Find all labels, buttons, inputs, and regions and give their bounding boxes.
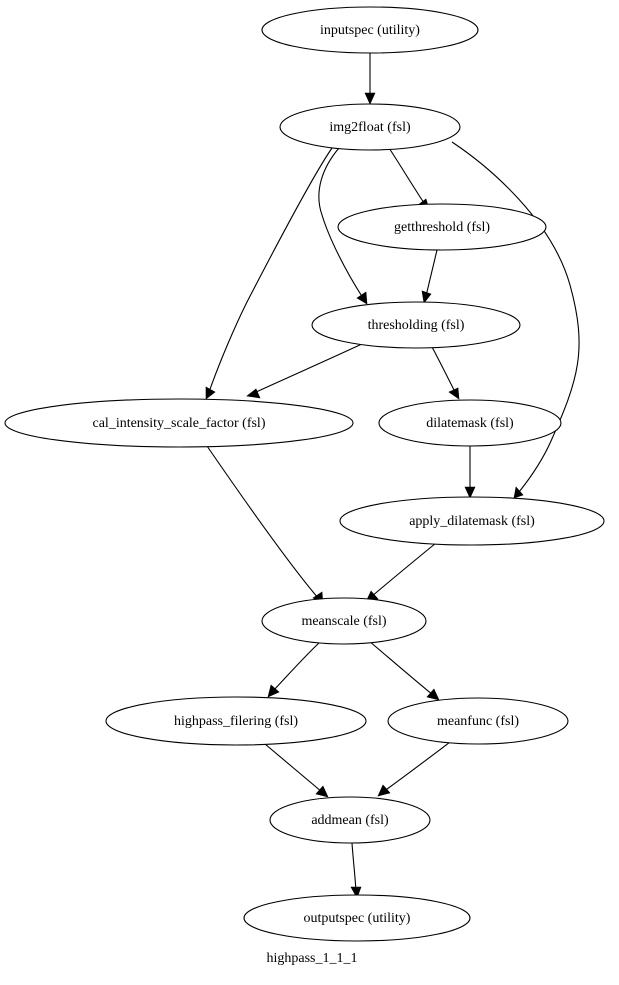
node-ellipse-thresholding[interactable] [311, 301, 521, 349]
node-cal_intensity_scale_factor[interactable]: cal_intensity_scale_factor (fsl) [4, 398, 354, 448]
edge-line [425, 249, 438, 297]
node-meanfunc[interactable]: meanfunc (fsl) [387, 697, 569, 745]
arrowhead-icon [426, 688, 440, 701]
edges-layer [205, 52, 580, 899]
node-ellipse-highpass_filering[interactable] [105, 696, 367, 746]
edge-meanscale-to-highpass_filering [267, 641, 321, 698]
edge-line [351, 842, 357, 892]
edge-inputspec-to-img2float [364, 52, 376, 105]
node-label-addmean: addmean (fsl) [311, 813, 389, 828]
node-highpass_filering[interactable]: highpass_filering (fsl) [105, 696, 367, 746]
edge-img2float-to-getthreshold [388, 147, 430, 210]
arrowhead-icon [350, 886, 362, 899]
edge-highpass_filering-to-addmean [264, 743, 329, 798]
graph-title-label: highpass_1_1_1 [267, 951, 358, 966]
node-label-meanscale: meanscale (fsl) [301, 614, 386, 629]
edge-img2float-to-apply_dilatemask [451, 141, 580, 499]
node-ellipse-getthreshold[interactable] [337, 203, 547, 251]
edge-addmean-to-outputspec [350, 842, 362, 899]
arrowhead-icon [448, 387, 460, 400]
arrowhead-icon [246, 388, 261, 399]
node-ellipse-cal_intensity_scale_factor[interactable] [4, 398, 354, 448]
node-ellipse-dilatemask[interactable] [378, 399, 562, 447]
node-ellipse-outputspec[interactable] [243, 894, 471, 942]
node-label-img2float: img2float (fsl) [329, 120, 411, 135]
edge-line [382, 741, 451, 793]
node-img2float[interactable]: img2float (fsl) [279, 103, 461, 151]
edge-dilatemask-to-apply_dilatemask [464, 446, 476, 499]
node-ellipse-meanscale[interactable] [261, 597, 427, 645]
edge-line [451, 141, 580, 493]
node-label-outputspec: outputspec (utility) [304, 911, 411, 926]
edge-img2float-to-cal_intensity_scale_factor [205, 147, 333, 400]
edge-meanfunc-to-addmean [377, 741, 451, 797]
node-label-apply_dilatemask: apply_dilatemask (fsl) [409, 514, 535, 529]
edge-line [431, 346, 456, 393]
node-label-getthreshold: getthreshold (fsl) [394, 220, 490, 235]
node-label-cal_intensity_scale_factor: cal_intensity_scale_factor (fsl) [93, 416, 266, 431]
edge-thresholding-to-dilatemask [431, 346, 460, 400]
node-label-dilatemask: dilatemask (fsl) [426, 416, 514, 431]
arrowhead-icon [267, 684, 280, 698]
edge-line [370, 542, 437, 598]
edge-getthreshold-to-thresholding [421, 249, 438, 304]
node-getthreshold[interactable]: getthreshold (fsl) [337, 203, 547, 251]
node-label-meanfunc: meanfunc (fsl) [437, 714, 519, 729]
edge-apply_dilatemask-to-meanscale [365, 542, 437, 603]
node-inputspec[interactable]: inputspec (utility) [261, 6, 479, 54]
arrowhead-icon [464, 486, 476, 499]
edge-line [272, 641, 321, 692]
edge-line [318, 147, 364, 299]
node-ellipse-apply_dilatemask[interactable] [339, 496, 605, 546]
node-ellipse-img2float[interactable] [279, 103, 461, 151]
node-label-inputspec: inputspec (utility) [320, 23, 420, 38]
arrowhead-icon [205, 386, 216, 400]
edge-line [368, 640, 434, 696]
edge-line [388, 147, 425, 204]
node-meanscale[interactable]: meanscale (fsl) [261, 597, 427, 645]
nodes-layer: inputspec (utility) img2float (fsl) getthr… [4, 6, 605, 942]
edge-line [253, 342, 365, 394]
arrowhead-icon [356, 291, 368, 305]
node-dilatemask[interactable]: dilatemask (fsl) [378, 399, 562, 447]
edge-thresholding-to-cal_intensity_scale_factor [246, 342, 365, 399]
edge-cal_intensity_scale_factor-to-meanscale [206, 445, 324, 605]
node-ellipse-addmean[interactable] [269, 796, 431, 844]
node-apply_dilatemask[interactable]: apply_dilatemask (fsl) [339, 496, 605, 546]
arrowhead-icon [421, 290, 432, 304]
node-ellipse-meanfunc[interactable] [387, 697, 569, 745]
node-ellipse-inputspec[interactable] [261, 6, 479, 54]
edge-meanscale-to-meanfunc [368, 640, 440, 701]
arrowhead-icon [364, 92, 376, 105]
node-label-highpass_filering: highpass_filering (fsl) [174, 714, 298, 729]
edge-img2float-to-thresholding [318, 147, 368, 305]
edge-line [264, 743, 323, 793]
edge-line [208, 147, 333, 393]
edge-line [206, 445, 320, 600]
node-outputspec[interactable]: outputspec (utility) [243, 894, 471, 942]
arrowhead-icon [315, 785, 329, 798]
arrowhead-icon [377, 784, 391, 797]
node-thresholding[interactable]: thresholding (fsl) [311, 301, 521, 349]
arrowhead-icon [513, 486, 524, 499]
node-addmean[interactable]: addmean (fsl) [269, 796, 431, 844]
node-label-thresholding: thresholding (fsl) [368, 318, 465, 333]
